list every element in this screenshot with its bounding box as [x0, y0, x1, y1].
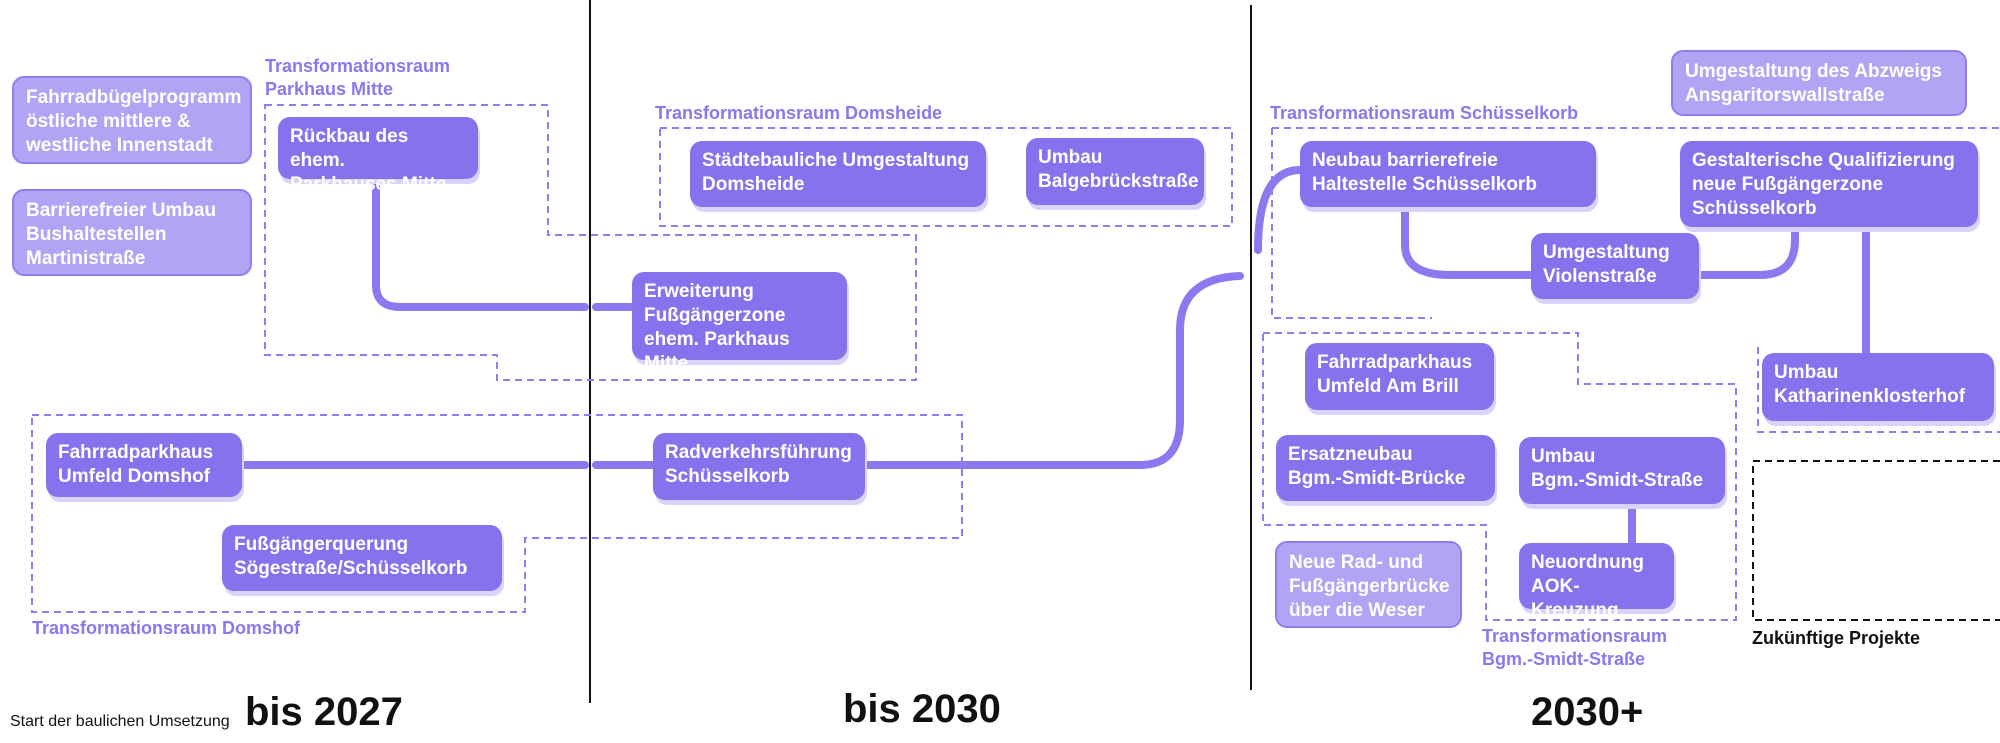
- project-barrierefrei-martinistrasse: Barrierefreier Umbau Bushaltestellen Mar…: [12, 189, 252, 276]
- project-gestalterische-qualifizierung: Gestalterische Qualifizierung neue Fußgä…: [1680, 141, 1978, 227]
- zone-outline-smidt-strasse: [1262, 332, 1737, 621]
- connector-violen-gestalterisch: [1696, 211, 1799, 279]
- zone-outline-domsheide: [659, 127, 1233, 227]
- zone-outline-domshof: [31, 414, 963, 613]
- connector-neubau-violen: [1401, 201, 1544, 279]
- project-neuordnung-aok: Neuordnung AOK-Kreuzung: [1519, 543, 1674, 621]
- future-projects-frame: [1752, 460, 2000, 621]
- project-radverkehrsfuehrung: Radverkehrsführung Schüsselkorb: [653, 433, 865, 500]
- project-fahrradparkhaus-brill: Fahrradparkhaus Umfeld Am Brill: [1305, 343, 1494, 410]
- project-rueckbau-parkhaus: Rückbau des ehem. Parkhauses Mitte: [278, 117, 478, 195]
- zone-label-smidt-strasse: Transformationsraum Bgm.-Smidt-Straße: [1482, 626, 1668, 669]
- zone-label-schuesselkorb: Transformationsraum Schüsselkorb: [1270, 103, 1579, 123]
- project-umgestaltung-violenstrasse: Umgestaltung Violenstraße: [1531, 233, 1699, 299]
- zone-label-domsheide: Transformationsraum Domsheide: [655, 103, 943, 123]
- project-neubau-haltestelle: Neubau barrierefreie Haltestelle Schüsse…: [1300, 141, 1596, 207]
- project-umgestaltung-abzweig: Umgestaltung des Abzweigs Ansgaritorswal…: [1671, 50, 1967, 116]
- project-ersatzneubau-bruecke: Ersatzneubau Bgm.-Smidt-Brücke: [1276, 435, 1495, 501]
- project-umbau-balgebrueckstrasse: Umbau Balgebrückstraße: [1026, 138, 1204, 205]
- connector-rueckbau-erweiterung: [372, 176, 644, 311]
- project-umbau-katharinenklosterhof: Umbau Katharinenklosterhof: [1762, 353, 1994, 421]
- start-note: Start der baulichen Umsetzung: [10, 713, 230, 730]
- connector-radverkehr-neubau: [856, 166, 1304, 469]
- project-umbau-smidt-strasse: Umbau Bgm.-Smidt-Straße: [1519, 437, 1725, 504]
- column-heading-2030: bis 2030: [843, 687, 1001, 731]
- project-fahrradbuegelprogramm: Fahrradbügelprogramm östliche mittlere &…: [12, 76, 252, 164]
- zone-outline-schuesselkorb-right: [1757, 347, 2000, 433]
- project-erweiterung-fussgaengerzone: Erweiterung Fußgängerzone ehem. Parkhaus…: [632, 272, 847, 374]
- zone-outline-parkhaus-mitte: [264, 104, 917, 381]
- column-heading-2030-plus: 2030+: [1531, 690, 1644, 734]
- column-heading-2027: bis 2027: [245, 690, 403, 734]
- project-fussgaengerquerung: Fußgängerquerung Sögestraße/Schüsselkorb: [222, 525, 502, 591]
- zone-label-parkhaus-mitte: Transformationsraum Parkhaus Mitte: [265, 56, 451, 99]
- project-staedtebau-domsheide: Städtebauliche Umgestaltung Domsheide: [690, 141, 986, 207]
- zone-label-domshof: Transformationsraum Domshof: [32, 618, 301, 638]
- project-fahrradparkhaus-domshof: Fahrradparkhaus Umfeld Domshof: [46, 433, 242, 497]
- future-projects-label: Zukünftige Projekte: [1752, 628, 1921, 648]
- project-neue-bruecke-weser: Neue Rad- und Fußgängerbrücke über die W…: [1275, 541, 1462, 628]
